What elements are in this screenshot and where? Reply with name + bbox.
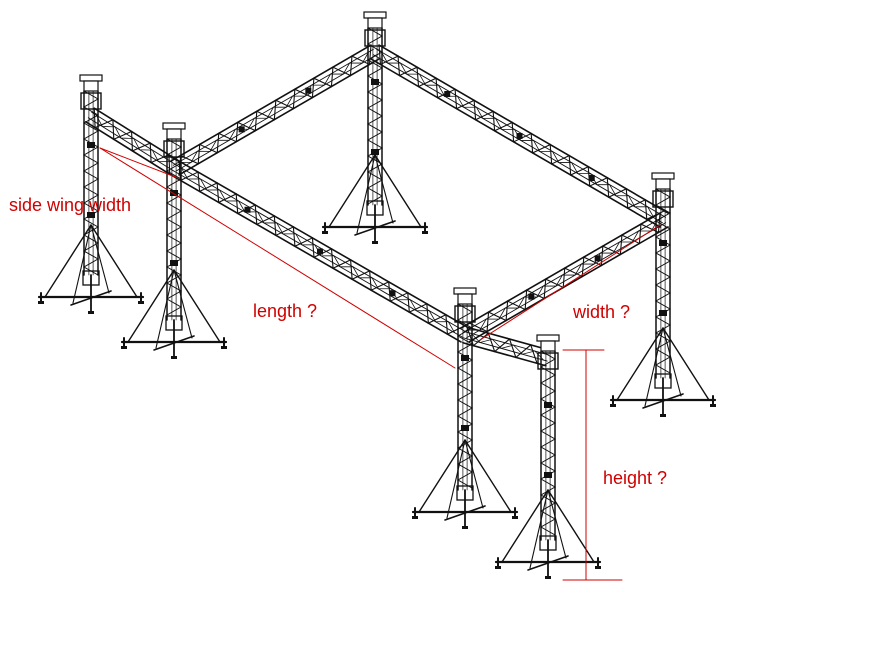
beam-right-front bbox=[460, 212, 669, 343]
label-length: length ? bbox=[253, 301, 318, 321]
tower-left-front bbox=[120, 122, 228, 359]
beam-left-front bbox=[170, 160, 470, 343]
dim-line-width bbox=[479, 224, 661, 341]
beam-side-wing-left bbox=[84, 107, 181, 176]
tower-back bbox=[321, 11, 429, 244]
label-side-wing-width: side wing width bbox=[9, 195, 132, 215]
label-width: width ? bbox=[573, 302, 631, 322]
tower-right bbox=[609, 172, 717, 417]
beam-back-left bbox=[170, 44, 380, 176]
tower-side-wing-back bbox=[37, 74, 145, 314]
dimension-lines bbox=[99, 147, 661, 581]
tower-side-wing-front bbox=[494, 334, 602, 579]
beam-back-right bbox=[370, 44, 669, 228]
dim-line-length bbox=[99, 147, 456, 369]
label-height: height ? bbox=[603, 468, 668, 488]
beam-side-wing-right bbox=[462, 326, 551, 367]
dim-line-side-wing bbox=[99, 147, 179, 179]
tower-front bbox=[411, 287, 519, 529]
truss-layer bbox=[37, 11, 717, 579]
